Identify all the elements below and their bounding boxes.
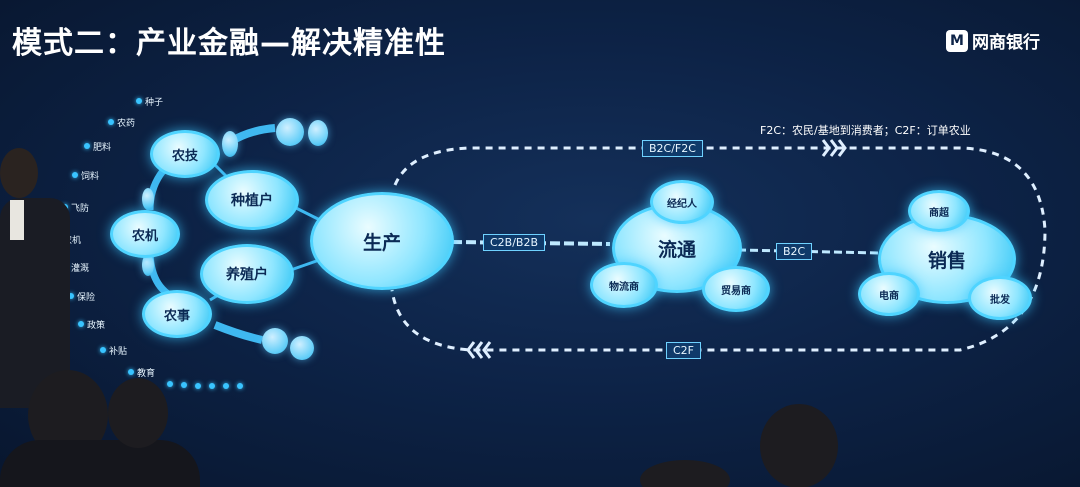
legend-note: F2C：农民/基地到消费者；C2F：订单农业 xyxy=(760,124,971,137)
input-label: 灌溉 xyxy=(71,264,90,274)
link-affairs-bubbles xyxy=(213,321,263,344)
deco-bubble xyxy=(222,131,238,157)
deco-bubble xyxy=(308,120,328,146)
audience-head xyxy=(640,460,730,487)
trail-dot xyxy=(209,383,215,389)
flow-label-prod-circ: C2B/B2B xyxy=(483,234,546,251)
speaker-shirt xyxy=(10,200,24,240)
audience-body xyxy=(0,440,200,487)
flow-label-top: B2C/F2C xyxy=(642,140,703,157)
node-agri-affairs: 农事 xyxy=(142,290,212,338)
input-dot xyxy=(72,172,78,178)
deco-bubble xyxy=(276,118,304,146)
input-dot xyxy=(78,321,84,327)
node-supermarket: 商超 xyxy=(908,190,970,232)
deco-bubble xyxy=(290,336,314,360)
node-ecommerce: 电商 xyxy=(858,272,920,316)
node-agri-machine: 农机 xyxy=(110,210,180,258)
logo-mark-icon: M xyxy=(946,29,968,52)
deco-bubble xyxy=(262,328,288,354)
node-logistics: 物流商 xyxy=(590,262,658,308)
logo: M 网商银行 xyxy=(946,28,1040,53)
flow-label-bottom: C2F xyxy=(666,342,702,359)
input-label: 飞防 xyxy=(71,204,90,214)
trail-dot xyxy=(237,383,243,389)
input-label: 农药 xyxy=(117,119,136,129)
input-label: 补贴 xyxy=(109,347,128,357)
input-label: 保险 xyxy=(77,293,96,303)
input-label: 饲料 xyxy=(81,172,100,182)
node-broker: 经纪人 xyxy=(650,180,714,224)
node-agri-tech: 农技 xyxy=(150,130,220,178)
input-dot xyxy=(128,369,134,375)
deco-bubble xyxy=(142,188,154,210)
trail-dot xyxy=(223,383,229,389)
trail-dot xyxy=(181,382,187,388)
node-breeding: 养殖户 xyxy=(200,244,294,304)
trail-dot xyxy=(167,381,173,387)
input-label: 农机 xyxy=(63,236,82,246)
node-production: 生产 xyxy=(310,192,454,290)
input-label: 政策 xyxy=(87,321,106,331)
speaker-head xyxy=(0,148,38,198)
audience-head xyxy=(760,404,838,487)
flow-label-circ-sales: B2C xyxy=(776,243,813,260)
input-dot xyxy=(108,119,114,125)
node-trader: 贸易商 xyxy=(702,266,770,312)
input-dot xyxy=(84,143,90,149)
input-label: 肥料 xyxy=(93,143,112,153)
node-wholesale: 批发 xyxy=(968,276,1032,320)
input-label: 种子 xyxy=(145,98,164,108)
input-dot xyxy=(68,293,74,299)
page-title: 模式二：产业金融—解决精准性 xyxy=(12,26,446,61)
trail-dot xyxy=(195,383,201,389)
input-label: 教育 xyxy=(137,369,156,379)
deco-bubble xyxy=(142,254,154,276)
input-dot xyxy=(136,98,142,104)
audience-head xyxy=(108,378,168,448)
input-dot xyxy=(100,347,106,353)
node-planting: 种植户 xyxy=(205,170,299,230)
logo-text: 网商银行 xyxy=(972,33,1040,53)
